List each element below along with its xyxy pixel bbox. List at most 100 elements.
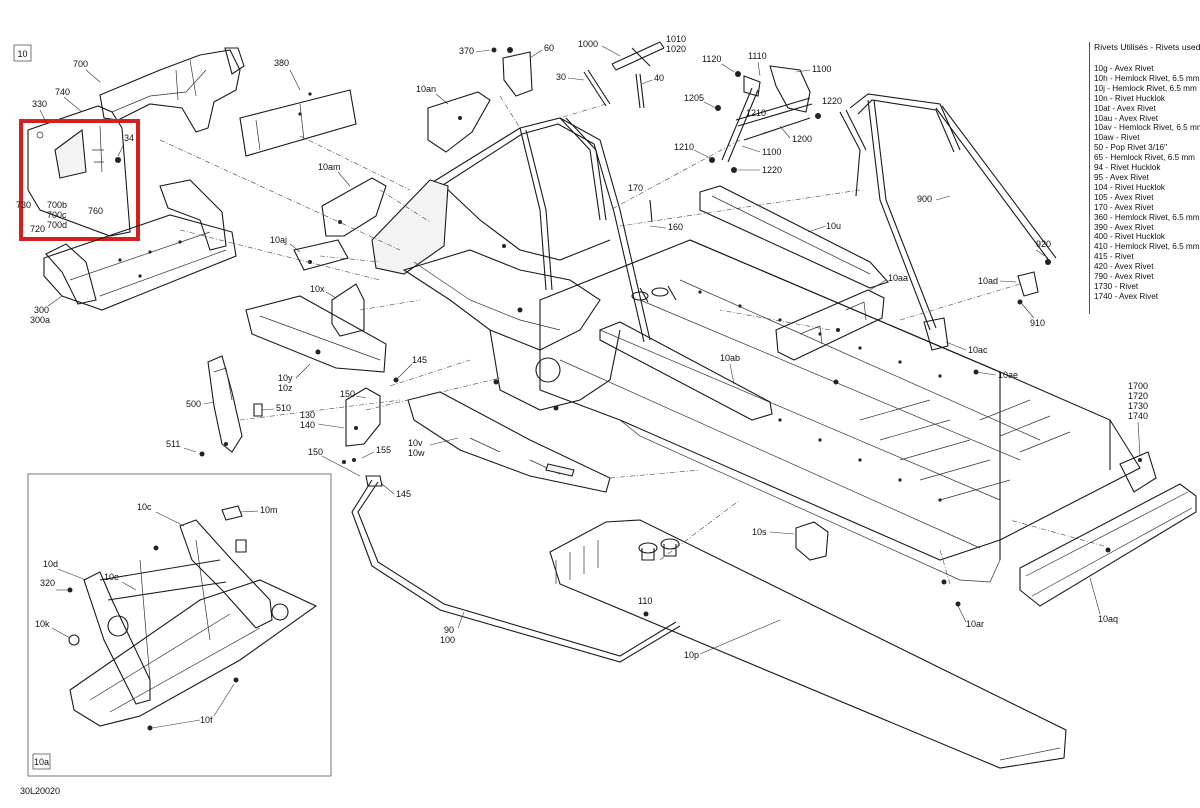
callout-920: 920: [1036, 239, 1051, 249]
callout-40: 40: [654, 73, 664, 83]
legend-item: 410 - Hemlock Rivet, 6.5 mm: [1094, 242, 1200, 252]
part-30-40-rods: 30 40: [556, 69, 664, 109]
callout-740: 740: [55, 87, 70, 97]
part-10ab-rail: [599, 321, 773, 421]
legend-item: 390 - Avex Rivet: [1094, 222, 1154, 232]
legend-item: 420 - Avex Rivet: [1094, 262, 1154, 272]
part-10ad-bracket: 10ad 910: [978, 271, 1045, 328]
legend-item: 10av - Hemlock Rivet, 6.5 mm: [1094, 123, 1200, 133]
highlight-box: [19, 119, 140, 241]
callout-700b: 700b: [47, 200, 67, 210]
callout-140: 140: [300, 420, 315, 430]
part-10v-side-panel: 10v 10w: [407, 391, 611, 493]
callout-90: 90: [444, 625, 454, 635]
legend-item: 360 - Hemlock Rivet, 6.5 mm: [1094, 212, 1200, 222]
callout-130: 130: [300, 410, 315, 420]
callout-155: 155: [376, 445, 391, 455]
callout-34: 34: [124, 133, 134, 143]
callout-510: 510: [276, 403, 291, 413]
callout-300: 300: [34, 305, 49, 315]
callout-10x: 10x: [310, 284, 325, 294]
part-10x-bracket: 10x 10y 10z: [245, 283, 387, 393]
callout-1730: 1730: [1128, 401, 1148, 411]
legend-item: 10aw - Rivet: [1094, 133, 1140, 143]
part-10aa-bracket: 10aa: [775, 273, 908, 361]
callout-320: 320: [40, 578, 55, 588]
legend-item: 105 - Avex Rivet: [1094, 192, 1154, 202]
callout-10d: 10d: [43, 559, 58, 569]
callout-10y: 10y: [278, 373, 293, 383]
main-frame: [371, 117, 1141, 583]
part-380-panel: 380: [239, 58, 357, 157]
callout-380: 380: [274, 58, 289, 68]
callout-10f: 10f: [200, 715, 213, 725]
callout-150-a: 150: [340, 389, 355, 399]
callout-700: 700: [73, 59, 88, 69]
rivets-legend: Rivets Utilisés - Rivets used 10g - Avex…: [1089, 42, 1200, 314]
callout-150-b: 150: [308, 447, 323, 457]
callout-1700: 1700: [1128, 381, 1148, 391]
legend-item: 104 - Rivet Hucklok: [1094, 182, 1165, 192]
legend-item: 10g - Avex Rivet: [1094, 64, 1154, 73]
legend-item: 400 - Rivet Hucklok: [1094, 232, 1165, 242]
callout-10ae: 10ae: [998, 370, 1018, 380]
callout-1720: 1720: [1128, 391, 1148, 401]
inset-10a: 10a 10c 10m 10d 10e 320 10k 10f: [27, 473, 332, 777]
part-10an-bracket: 10an: [416, 84, 491, 153]
callout-10w: 10w: [408, 448, 425, 458]
construction-lines: [159, 95, 1105, 585]
callout-10v: 10v: [408, 438, 423, 448]
legend-item: 10at - Avex Rivet: [1094, 103, 1156, 113]
callout-1740: 1740: [1128, 411, 1148, 421]
part-10ar-rivets: 10ar: [941, 579, 984, 629]
legend-item: 10j - Hemlock Rivet, 6.5 mm: [1094, 83, 1197, 93]
callout-910: 910: [1030, 318, 1045, 328]
part-170-rivet: 170 160: [628, 183, 683, 232]
callout-370: 370: [459, 46, 474, 56]
callout-1100-a: 1100: [812, 64, 831, 74]
legend-item: 1740 - Avex Rivet: [1094, 291, 1159, 301]
part-90-rod: 150 145 90 100: [308, 447, 681, 663]
callout-145-b: 145: [396, 489, 411, 499]
callout-10ac: 10ac: [968, 345, 988, 355]
part-130-bracket: 150 130 140 155: [300, 387, 391, 464]
callout-511: 511: [166, 439, 180, 449]
callout-145-a: 145: [412, 355, 427, 365]
callout-10ad: 10ad: [978, 276, 998, 286]
legend-item: 65 - Hemlock Rivet, 6.5 mm: [1094, 153, 1196, 163]
inset-tag-label: 10a: [34, 757, 49, 767]
part-10u-rail: 10u: [699, 185, 889, 289]
callout-10p: 10p: [684, 650, 699, 660]
callout-10e: 10e: [104, 572, 119, 582]
legend-item: 95 - Avex Rivet: [1094, 172, 1149, 182]
view-tag-main: 10: [13, 44, 32, 62]
callout-1120: 1120: [702, 54, 721, 64]
callout-720: 720: [30, 224, 45, 234]
callout-10aq: 10aq: [1098, 614, 1118, 624]
part-700-front-bracket: [27, 47, 245, 237]
callout-1210-a: 1210: [746, 108, 766, 118]
callout-1000: 1000: [578, 39, 598, 49]
callout-1020: 1020: [666, 44, 686, 54]
part-60-bracket: 370 60: [459, 43, 554, 97]
callout-10ab: 10ab: [720, 353, 740, 363]
legend-item: 10h - Hemlock Rivet, 6.5 mm: [1094, 73, 1200, 83]
callout-10m: 10m: [260, 505, 278, 515]
callout-10ar: 10ar: [966, 619, 984, 629]
part-10s-bracket: 10s: [752, 521, 829, 561]
callouts-700-group: 700 740 330 34 730 700b 700c 700d 760 72…: [16, 59, 134, 234]
callout-1200: 1200: [792, 134, 812, 144]
callout-170: 170: [628, 183, 643, 193]
callouts-tunnel-right: 10ac 10ae 10ab: [720, 341, 1018, 385]
callout-700d: 700d: [47, 220, 67, 230]
callout-110: 110: [638, 596, 652, 606]
callout-1205: 1205: [684, 93, 704, 103]
part-1100-1200-assembly: 1120 1110 1100 1205 1210 1200 1220 1210 …: [674, 51, 842, 175]
part-900-strut: 900 920: [839, 93, 1057, 351]
callout-10aa: 10aa: [888, 273, 908, 283]
callout-160: 160: [668, 222, 683, 232]
callout-10c: 10c: [137, 502, 152, 512]
callout-30: 30: [556, 72, 566, 82]
diagram-code: 30L20020: [20, 786, 60, 796]
